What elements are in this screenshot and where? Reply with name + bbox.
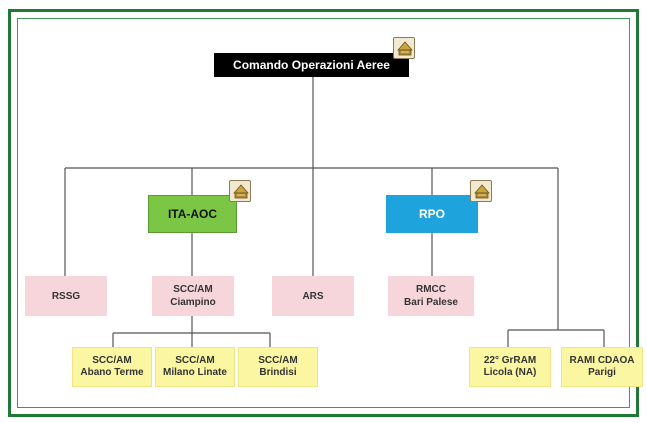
node-22-grram: 22° GrRAM Licola (NA) [469,347,551,387]
node-scc-ciampino: SCC/AM Ciampino [152,276,234,316]
node-comando-operazioni-aeree: Comando Operazioni Aeree [214,53,409,77]
node-scc-abano-terme: SCC/AM Abano Terme [72,347,152,387]
node-rami-cdaoa: RAMI CDAOA Parigi [561,347,643,387]
inner-frame [17,18,630,408]
node-rssg: RSSG [25,276,107,316]
crest-icon [229,180,251,202]
node-ita-aoc: ITA-AOC [148,195,237,233]
node-scc-brindisi: SCC/AM Brindisi [238,347,318,387]
node-scc-milano-linate: SCC/AM Milano Linate [155,347,235,387]
crest-icon [470,180,492,202]
node-rpo: RPO [386,195,478,233]
outer-frame [8,9,639,417]
node-rmcc: RMCC Bari Palese [388,276,474,316]
node-ars: ARS [272,276,354,316]
crest-icon [393,37,415,59]
